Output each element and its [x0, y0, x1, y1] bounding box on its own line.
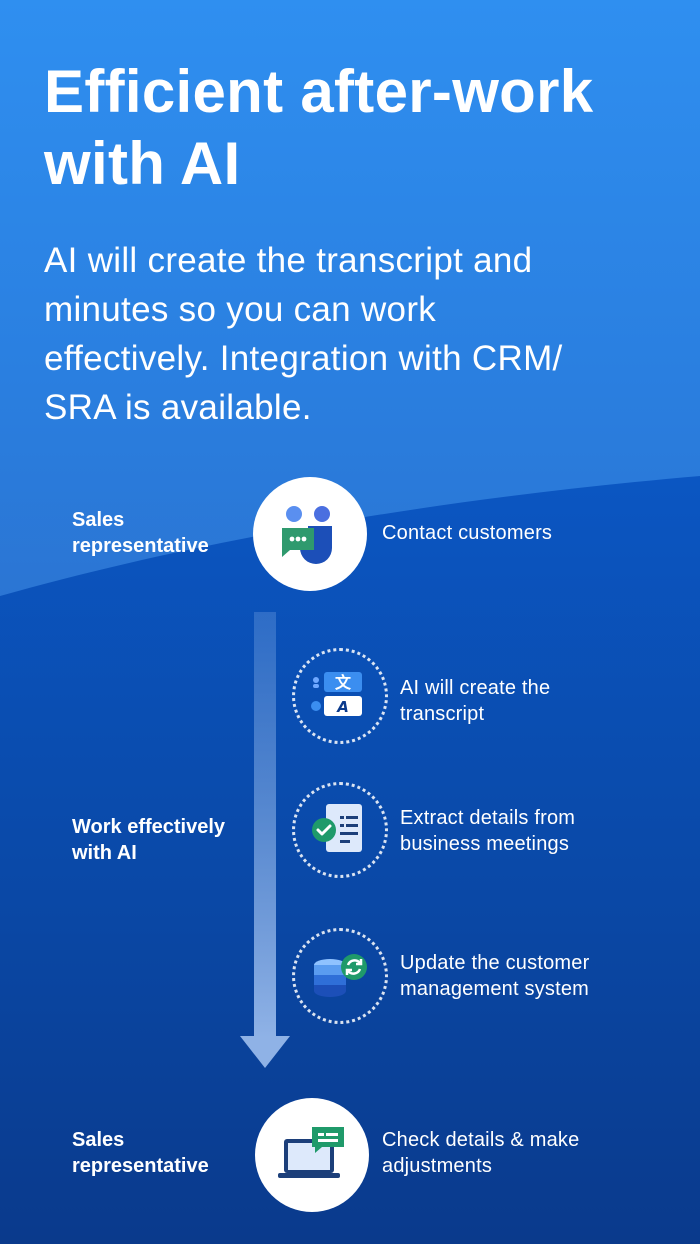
step-line: management system [400, 978, 590, 1000]
role-line: Sales [72, 509, 125, 531]
document-check-icon [312, 804, 362, 852]
step-transcript-text: AI will create the transcript [400, 675, 550, 727]
step-extract-circle [292, 782, 388, 878]
step-update-circle [292, 928, 388, 1024]
role-line: Work effectively [72, 816, 226, 838]
role-label-middle: Work effectively with AI [72, 814, 272, 866]
page-subtitle: AI will create the transcript and minute… [44, 236, 664, 432]
step-line: Check details & make [382, 1129, 580, 1151]
role-label-bottom: Sales representative [72, 1127, 252, 1179]
step-check-text: Check details & make adjustments [382, 1127, 579, 1179]
role-line: representative [72, 535, 209, 557]
svg-text:A: A [336, 698, 349, 716]
role-line: Sales [72, 1129, 125, 1151]
step-contact-text: Contact customers [382, 520, 552, 546]
svg-text:文: 文 [335, 673, 352, 692]
step-contact-circle [253, 477, 367, 591]
laptop-message-icon [278, 1127, 344, 1178]
subtitle-line: minutes so you can work [44, 290, 437, 329]
step-update-text: Update the customer management system [400, 950, 589, 1002]
page-title: Efficient after-work with AI [44, 56, 674, 200]
database-sync-icon [314, 954, 367, 997]
chat-app-icon [282, 506, 332, 564]
title-line: with AI [44, 130, 241, 197]
translate-icon: 文 A [311, 672, 362, 716]
step-check-circle [255, 1098, 369, 1212]
step-line: Extract details from [400, 807, 576, 829]
step-extract-text: Extract details from business meetings [400, 805, 575, 857]
step-transcript-circle: 文 A [292, 648, 388, 744]
step-line: adjustments [382, 1155, 493, 1177]
step-line: business meetings [400, 833, 570, 855]
subtitle-line: AI will create the transcript and [44, 241, 533, 280]
subtitle-line: effectively. Integration with CRM/ [44, 339, 563, 378]
step-line: transcript [400, 703, 485, 725]
subtitle-line: SRA is available. [44, 388, 312, 427]
step-line: AI will create the [400, 677, 551, 699]
role-label-top: Sales representative [72, 507, 252, 559]
role-line: representative [72, 1155, 209, 1177]
step-line: Contact customers [382, 522, 553, 544]
down-arrow-icon [240, 612, 290, 1068]
title-line: Efficient after-work [44, 58, 594, 125]
role-line: with AI [72, 842, 137, 864]
step-line: Update the customer [400, 952, 590, 974]
